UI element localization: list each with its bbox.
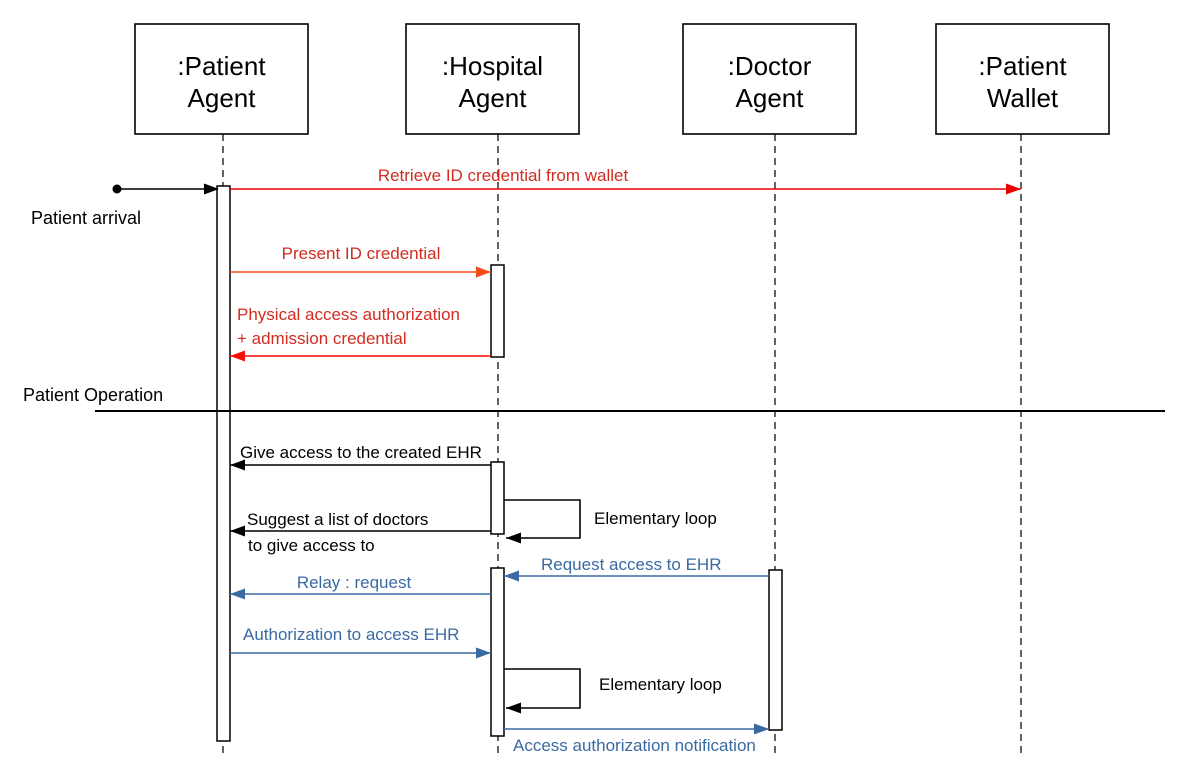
found-message-dot <box>112 184 122 194</box>
message-label-request-access-to-ehr: Request access to EHR <box>541 555 721 574</box>
self-loop-elementary-loop-1 <box>504 499 581 539</box>
message-arrowhead-suggest-list-of-doctors <box>230 525 245 537</box>
activation-patient <box>216 185 231 742</box>
found-message-arrowhead <box>204 183 219 195</box>
actor-label-patient-wallet-line1: :Patient <box>978 51 1067 81</box>
actor-label-doctor-agent-line2: Agent <box>736 83 805 113</box>
message-arrowhead-relay-request <box>230 588 245 600</box>
message-label-physical-access-authorization: Physical access authorization <box>237 305 460 324</box>
message-label-present-id-credential: Present ID credential <box>282 244 441 263</box>
message-arrowhead-give-access-to-created-ehr <box>230 459 245 471</box>
activation-hospital-3 <box>490 567 505 737</box>
activation-hospital-2 <box>490 461 505 535</box>
message-label-give-access-to-created-ehr: Give access to the created EHR <box>240 443 482 462</box>
actor-label-patient-agent-line2: Agent <box>188 83 257 113</box>
actor-box-patient-wallet <box>935 23 1110 135</box>
actor-box-patient-agent <box>134 23 309 135</box>
self-loop-label-elementary-loop-1: Elementary loop <box>594 509 717 528</box>
actor-label-hospital-agent-line1: :Hospital <box>442 51 543 81</box>
message-label-authorization-to-access-ehr: Authorization to access EHR <box>243 625 459 644</box>
message-label-relay-request: Relay : request <box>297 573 412 592</box>
message-arrowhead-retrieve-id-credential <box>1006 183 1021 195</box>
message-label-retrieve-id-credential: Retrieve ID credential from wallet <box>378 166 629 185</box>
self-loop-arrowhead-elementary-loop-1 <box>506 532 521 544</box>
actor-label-patient-agent-line1: :Patient <box>177 51 266 81</box>
actor-box-doctor-agent <box>682 23 857 135</box>
actor-box-hospital-agent <box>405 23 580 135</box>
section-divider-label-patient-operation: Patient Operation <box>23 385 163 405</box>
message-label2-suggest-list-of-doctors: to give access to <box>248 536 375 555</box>
message-arrowhead-request-access-to-ehr <box>504 570 519 582</box>
activation-doctor <box>768 569 783 731</box>
message-label2-physical-access-authorization: + admission credential <box>237 329 407 348</box>
actor-label-doctor-agent-line1: :Doctor <box>728 51 812 81</box>
actor-label-patient-wallet-line2: Wallet <box>987 83 1059 113</box>
message-arrowhead-present-id-credential <box>476 266 491 278</box>
found-message-label: Patient arrival <box>31 208 141 228</box>
message-arrowhead-access-authorization-notification <box>754 723 769 735</box>
message-label-suggest-list-of-doctors: Suggest a list of doctors <box>247 510 428 529</box>
self-loop-arrowhead-elementary-loop-2 <box>506 702 521 714</box>
self-loop-elementary-loop-2 <box>504 668 581 709</box>
actor-label-hospital-agent-line2: Agent <box>459 83 528 113</box>
message-arrowhead-physical-access-authorization <box>230 350 245 362</box>
message-arrowhead-authorization-to-access-ehr <box>476 647 491 659</box>
activation-hospital-1 <box>490 264 505 358</box>
message-label-access-authorization-notification: Access authorization notification <box>513 736 756 755</box>
self-loop-label-elementary-loop-2: Elementary loop <box>599 675 722 694</box>
